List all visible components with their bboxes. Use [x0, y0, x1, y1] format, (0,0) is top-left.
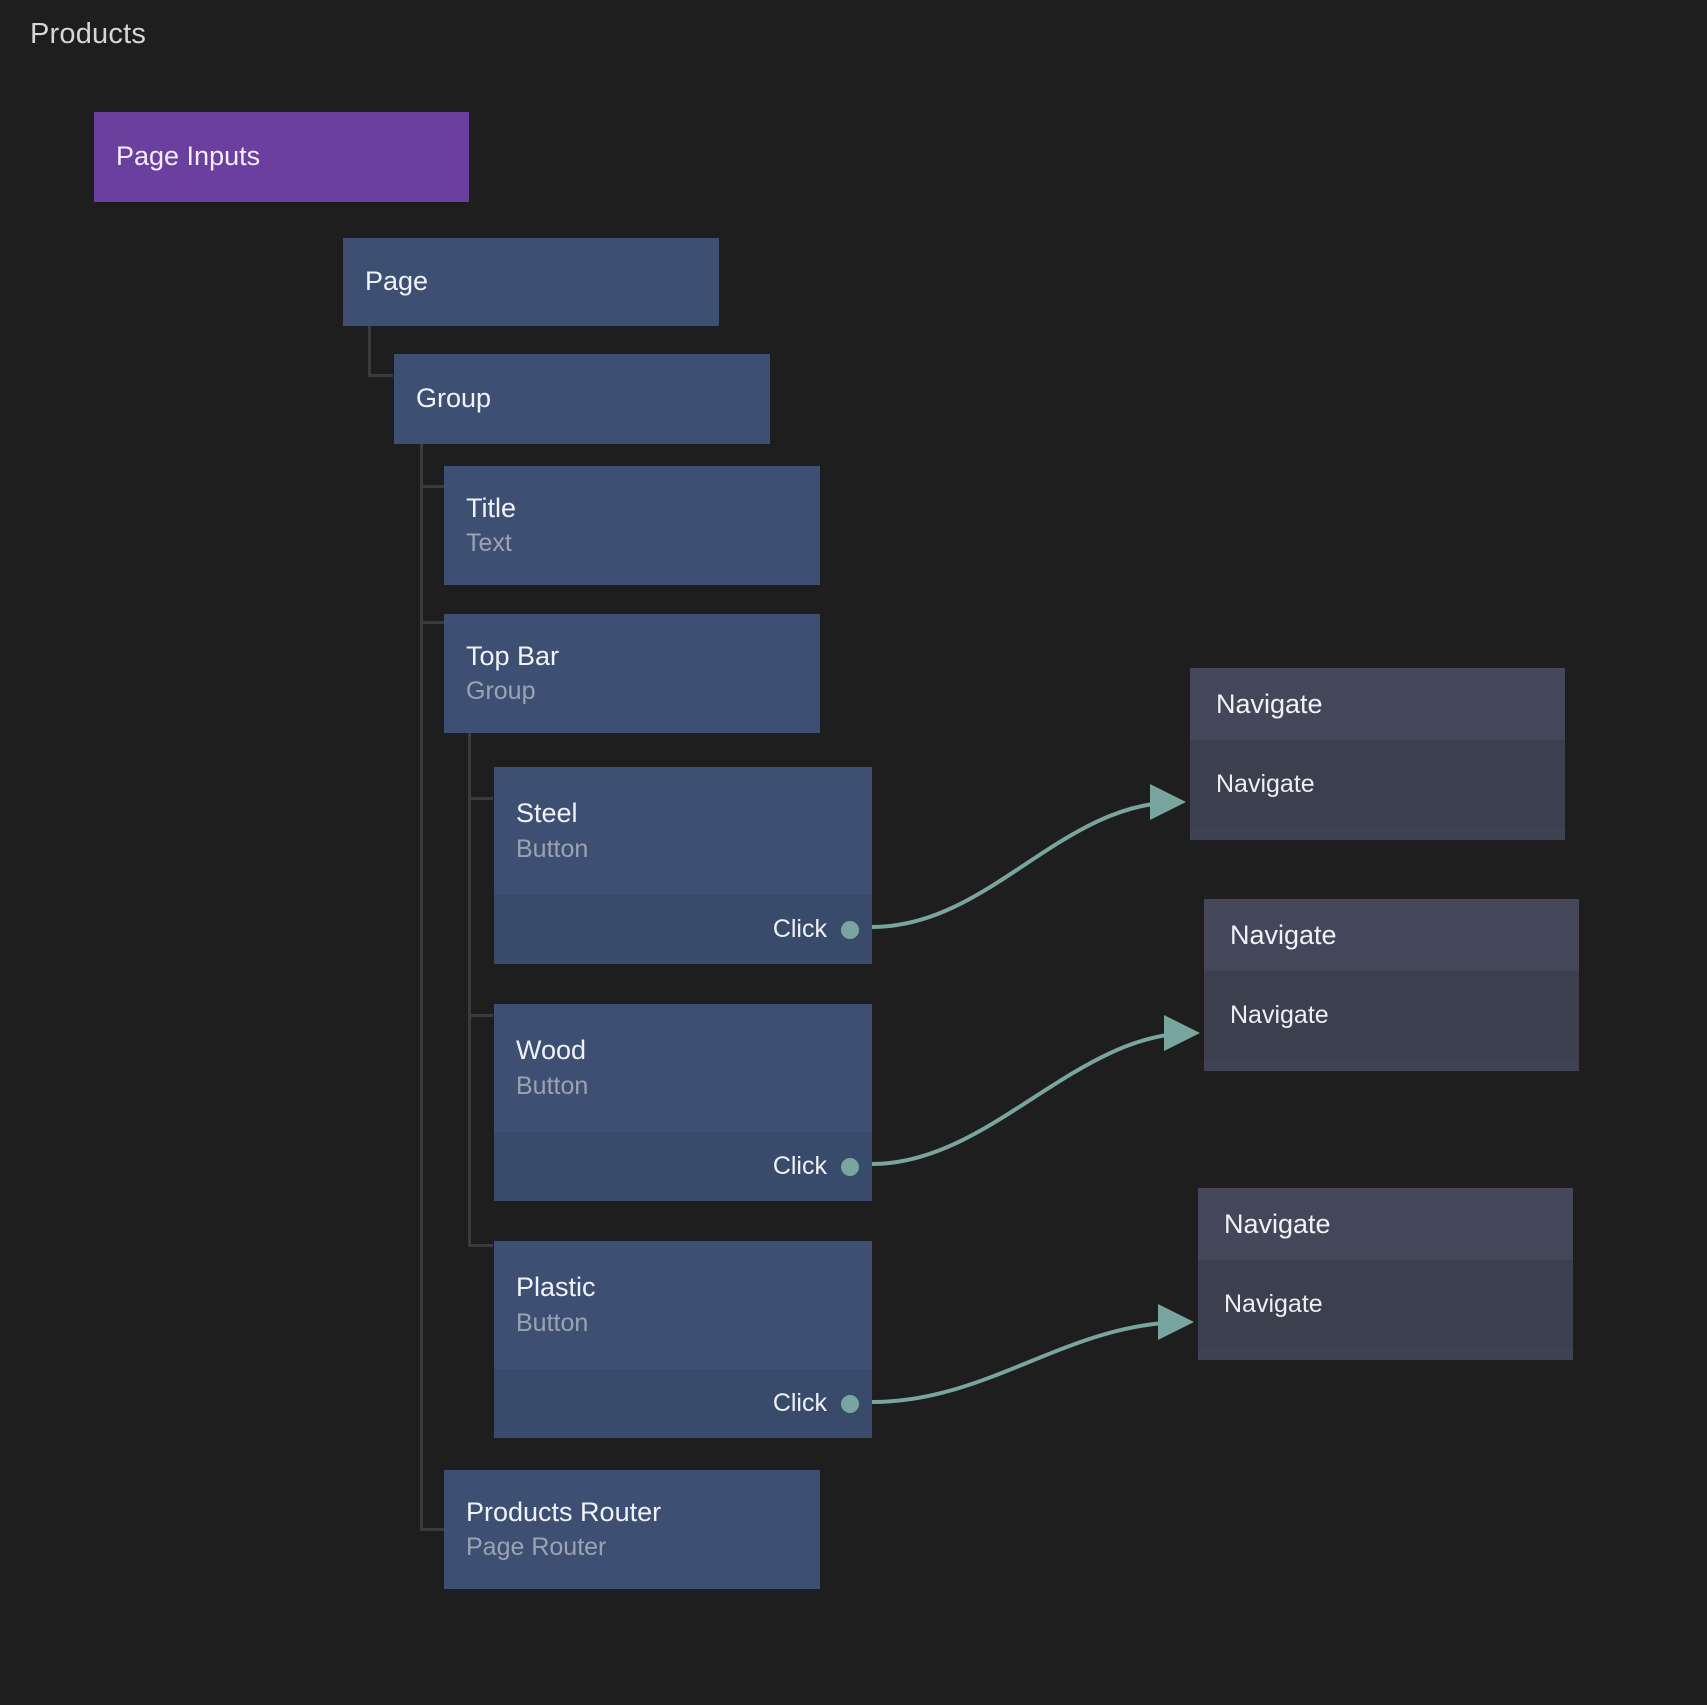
connector-page-group-stub — [368, 374, 393, 377]
node-steel-header: Steel Button — [494, 767, 872, 895]
action-title: Navigate — [1216, 688, 1323, 719]
connector-group-children — [420, 420, 423, 1530]
action-row-label: Navigate — [1216, 769, 1315, 798]
connector-group-topbar-stub — [420, 621, 445, 624]
node-top-bar[interactable]: Top Bar Group — [444, 614, 820, 733]
port-click-plastic[interactable]: Click — [494, 1369, 872, 1438]
node-subtitle: Group — [466, 677, 536, 706]
port-label: Click — [772, 1152, 827, 1180]
node-page-inputs[interactable]: Page Inputs — [94, 112, 469, 202]
port-label: Click — [772, 915, 827, 943]
node-navigate-2[interactable]: Navigate Navigate — [1204, 899, 1579, 1071]
navigate-3-header: Navigate — [1198, 1188, 1573, 1260]
navigate-1-row[interactable]: Navigate — [1190, 740, 1565, 828]
node-navigate-3[interactable]: Navigate Navigate — [1198, 1188, 1573, 1360]
edge-steel-navigate — [871, 784, 1186, 929]
node-title: Title — [466, 492, 517, 523]
navigate-2-row[interactable]: Navigate — [1204, 971, 1579, 1059]
node-title: Wood — [516, 1035, 587, 1066]
connector-page-group — [368, 322, 371, 377]
node-title: Page Inputs — [116, 141, 261, 172]
action-row-label: Navigate — [1224, 1289, 1323, 1318]
navigate-1-header: Navigate — [1190, 668, 1565, 740]
node-wood[interactable]: Wood Button Click — [494, 1004, 872, 1201]
connector-topbar-children — [468, 690, 471, 1246]
port-handle-dot[interactable] — [841, 920, 859, 939]
action-title: Navigate — [1230, 919, 1337, 950]
page-title: Products — [30, 18, 147, 50]
node-title: Plastic — [516, 1272, 596, 1303]
port-handle-dot[interactable] — [841, 1394, 859, 1413]
connector-topbar-wood-stub — [468, 1014, 493, 1017]
navigate-2-header: Navigate — [1204, 899, 1579, 971]
connector-group-title-stub — [420, 485, 445, 488]
node-title: Group — [416, 383, 492, 414]
node-navigate-1[interactable]: Navigate Navigate — [1190, 668, 1565, 840]
navigate-3-row[interactable]: Navigate — [1198, 1260, 1573, 1348]
port-handle-dot[interactable] — [841, 1157, 859, 1176]
node-wood-ports: Click — [494, 1132, 872, 1201]
node-page[interactable]: Page — [343, 238, 719, 326]
node-title: Top Bar — [466, 640, 560, 671]
edge-wood-navigate — [871, 1015, 1200, 1166]
node-title: Page — [365, 266, 429, 297]
node-subtitle: Button — [516, 834, 589, 863]
edge-plastic-navigate — [871, 1304, 1194, 1404]
action-title: Navigate — [1224, 1208, 1331, 1239]
port-click-wood[interactable]: Click — [494, 1132, 872, 1201]
node-subtitle: Button — [516, 1071, 589, 1100]
connector-group-router-stub — [420, 1528, 445, 1531]
node-subtitle: Text — [466, 529, 512, 558]
node-plastic-header: Plastic Button — [494, 1241, 872, 1369]
node-products-router[interactable]: Products Router Page Router — [444, 1470, 820, 1589]
node-subtitle: Button — [516, 1308, 589, 1337]
node-subtitle: Page Router — [466, 1533, 607, 1562]
node-steel[interactable]: Steel Button Click — [494, 767, 872, 964]
node-steel-ports: Click — [494, 895, 872, 964]
node-title: Steel — [516, 798, 578, 829]
port-click-steel[interactable]: Click — [494, 895, 872, 964]
action-row-label: Navigate — [1230, 1000, 1329, 1029]
node-wood-header: Wood Button — [494, 1004, 872, 1132]
connector-topbar-steel-stub — [468, 797, 493, 800]
port-label: Click — [772, 1389, 827, 1417]
node-group[interactable]: Group — [394, 354, 770, 444]
node-plastic[interactable]: Plastic Button Click — [494, 1241, 872, 1438]
node-plastic-ports: Click — [494, 1369, 872, 1438]
connector-topbar-plastic-stub — [468, 1244, 493, 1247]
node-title: Products Router — [466, 1496, 662, 1527]
node-title-text[interactable]: Title Text — [444, 466, 820, 585]
